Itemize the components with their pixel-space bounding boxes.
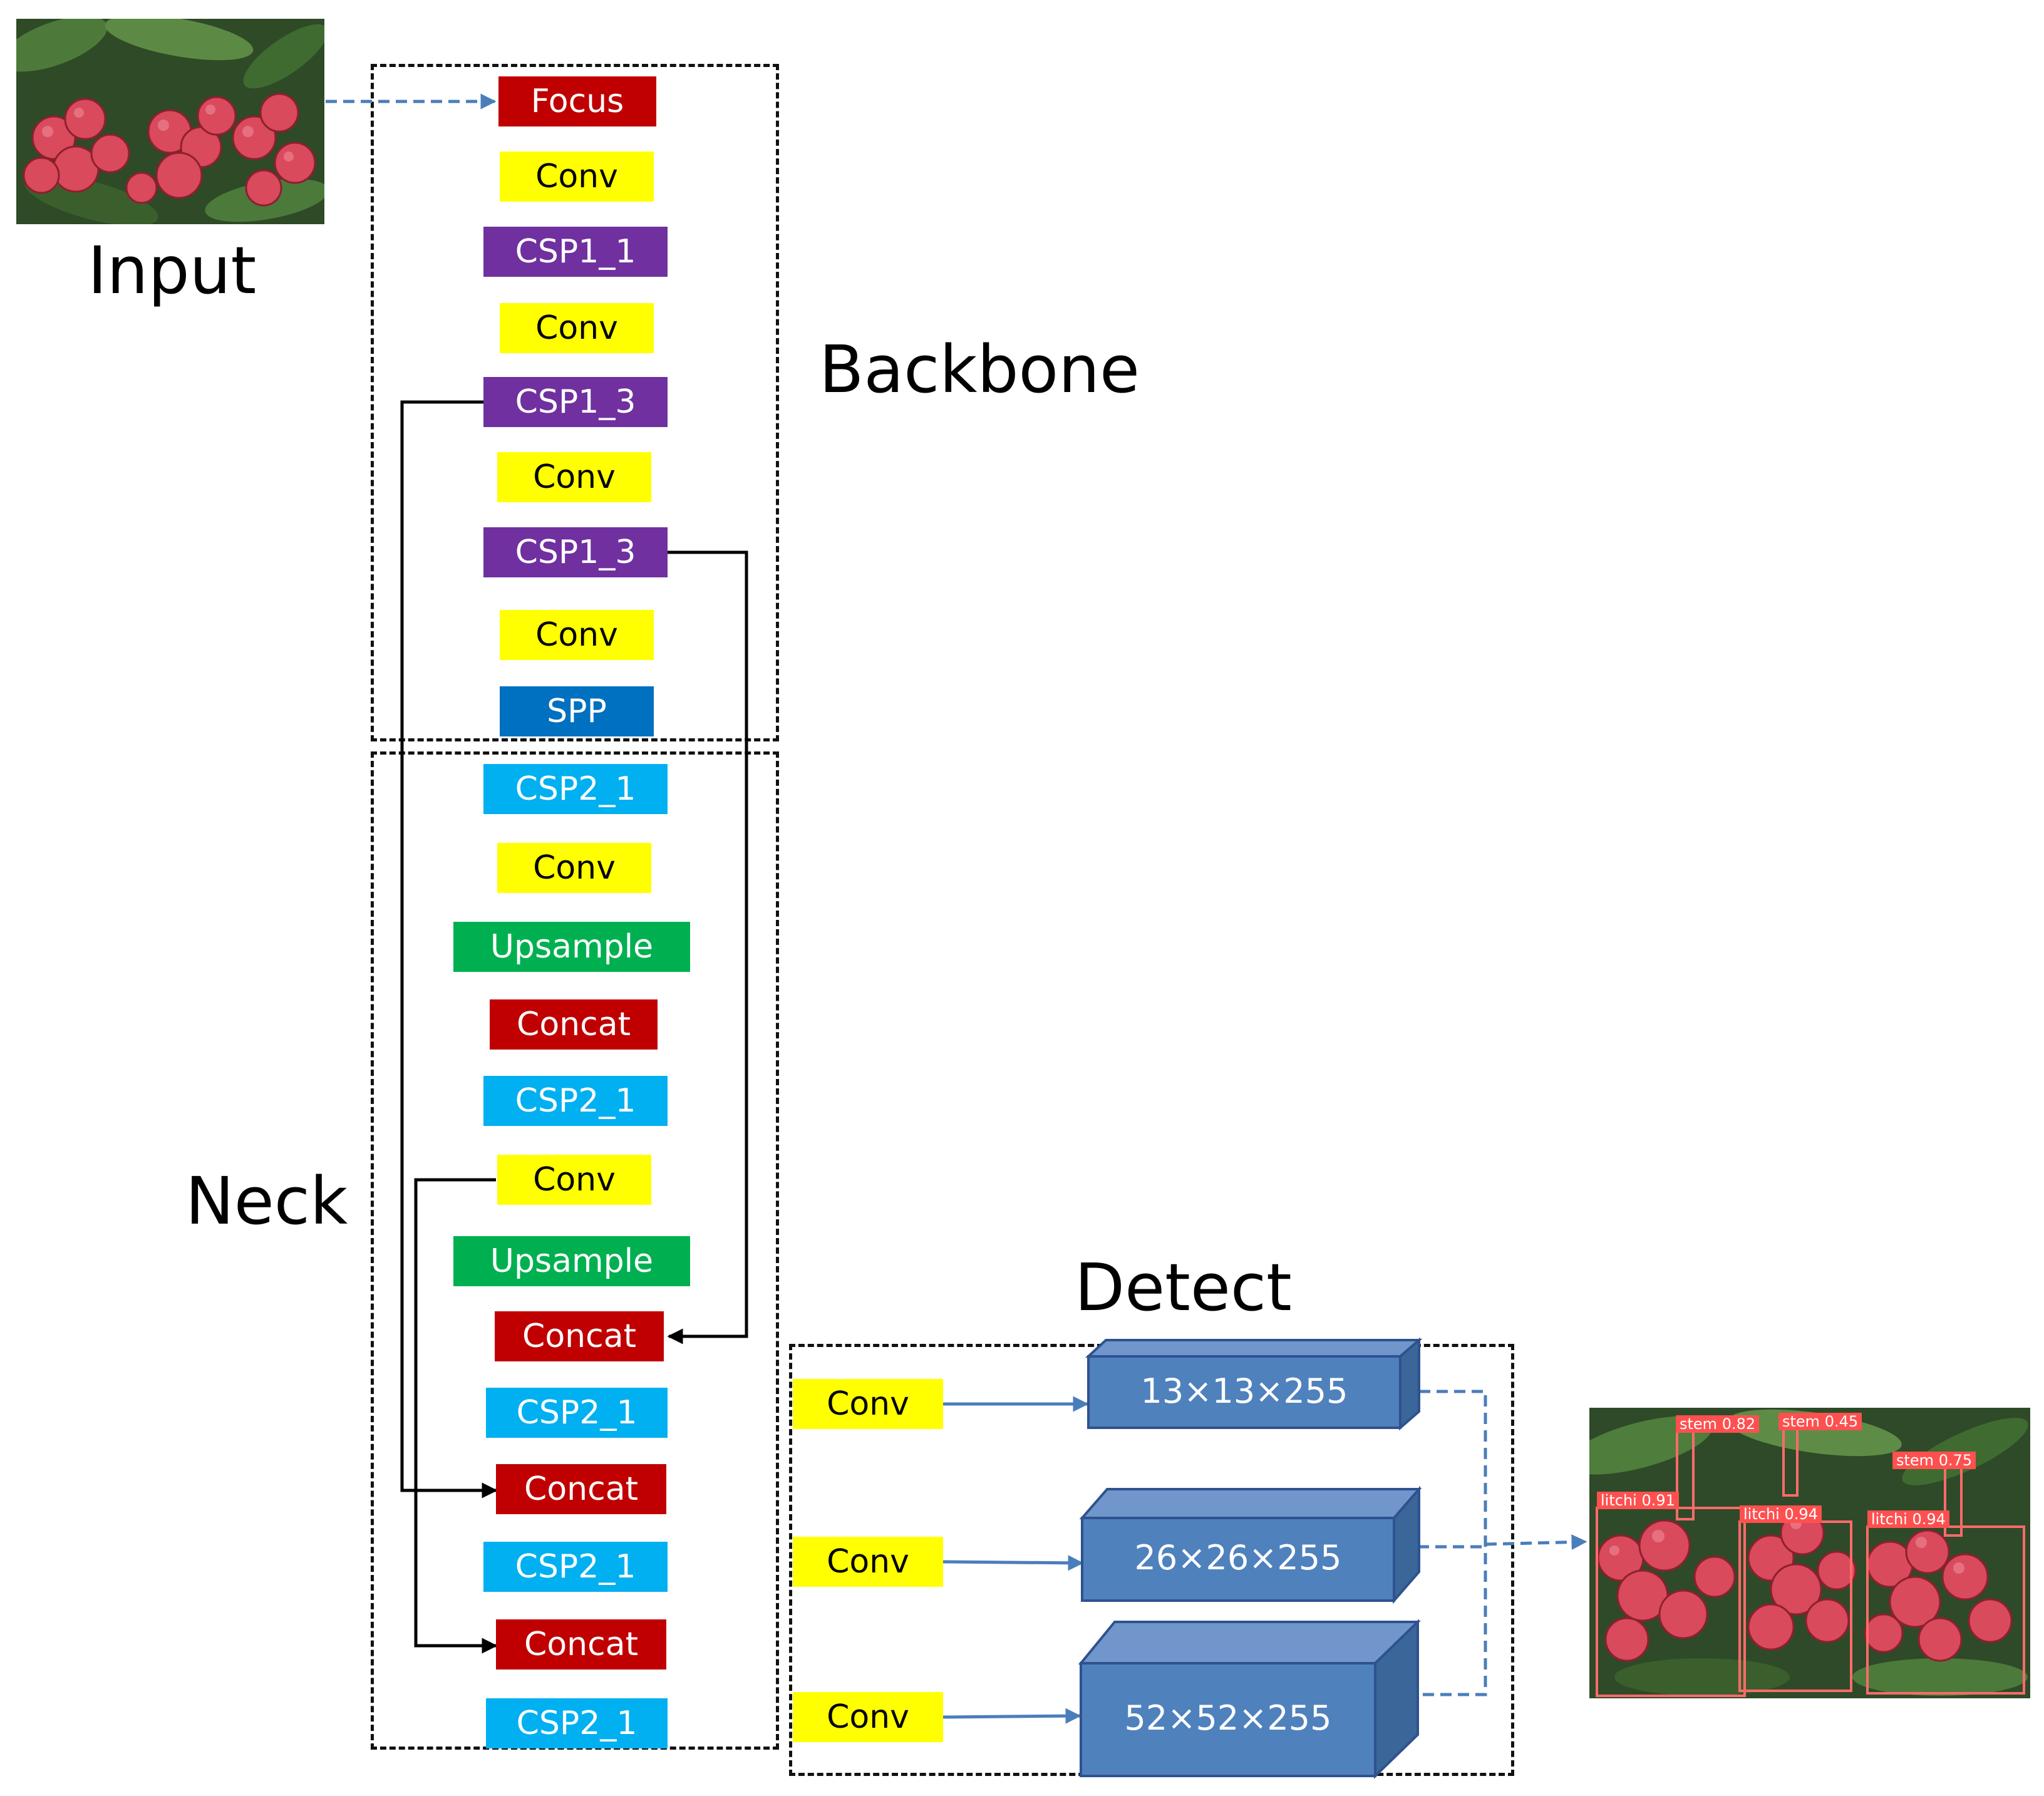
block-csp2-1: CSP2_1: [483, 764, 668, 814]
input-label: Input: [88, 232, 257, 309]
block-conv: Conv: [500, 152, 654, 202]
block-concat: Concat: [496, 1619, 666, 1670]
detect-arrow-2: [942, 1555, 1084, 1571]
detection-tag: litchi 0.91: [1597, 1492, 1679, 1509]
tensor-26-label: 26×26×255: [1134, 1538, 1342, 1577]
detection-tag: litchi 0.94: [1867, 1510, 1949, 1528]
detect-conv-2: Conv: [793, 1537, 943, 1587]
output-image: stem 0.82 stem 0.45 stem 0.75 litchi 0.9…: [1589, 1408, 2030, 1698]
block-conv: Conv: [497, 843, 651, 893]
block-upsample: Upsample: [453, 922, 690, 972]
block-conv: Conv: [497, 452, 651, 502]
skip-csp1-3-b: [666, 550, 748, 1344]
detect-arrow-3: [942, 1708, 1081, 1724]
skip-csp1-3-a: [400, 400, 498, 1499]
backbone-label: Backbone: [819, 331, 1140, 408]
block-spp: SPP: [500, 686, 654, 736]
input-image: [16, 19, 324, 224]
tensor-13: [1085, 1337, 1423, 1431]
neck-label: Neck: [185, 1163, 348, 1239]
output-arrow: [1485, 1534, 1587, 1551]
block-concat: Concat: [495, 1311, 664, 1361]
block-csp2-1: CSP2_1: [486, 1698, 668, 1748]
block-concat: Concat: [490, 999, 658, 1050]
block-csp1-1: CSP1_1: [483, 227, 668, 277]
block-concat: Concat: [496, 1464, 666, 1514]
block-upsample: Upsample: [453, 1236, 690, 1286]
block-csp2-1: CSP2_1: [486, 1388, 668, 1438]
tensor-26: [1079, 1485, 1422, 1604]
tensor-52-label: 52×52×255: [1124, 1698, 1332, 1738]
block-focus: Focus: [498, 76, 656, 126]
block-csp2-1: CSP2_1: [483, 1076, 668, 1126]
detect-conv-1: Conv: [793, 1379, 943, 1429]
block-csp1-3: CSP1_3: [483, 377, 668, 427]
block-csp2-1: CSP2_1: [483, 1542, 668, 1592]
skip-conv: [414, 1178, 498, 1654]
block-csp1-3: CSP1_3: [483, 527, 668, 577]
tensor-52: [1078, 1619, 1421, 1779]
detection-tag: stem 0.75: [1892, 1452, 1976, 1469]
block-conv: Conv: [500, 303, 654, 353]
block-conv: Conv: [500, 610, 654, 660]
detect-label: Detect: [1075, 1249, 1292, 1326]
tensor-13-label: 13×13×255: [1140, 1371, 1348, 1411]
detection-tag: stem 0.45: [1778, 1413, 1862, 1430]
detection-tag: stem 0.82: [1676, 1415, 1760, 1433]
block-conv: Conv: [497, 1155, 651, 1205]
detection-tag: litchi 0.94: [1740, 1505, 1822, 1523]
detect-conv-3: Conv: [793, 1692, 943, 1742]
output-merge: [1418, 1390, 1487, 1696]
backbone-group: [371, 64, 779, 741]
